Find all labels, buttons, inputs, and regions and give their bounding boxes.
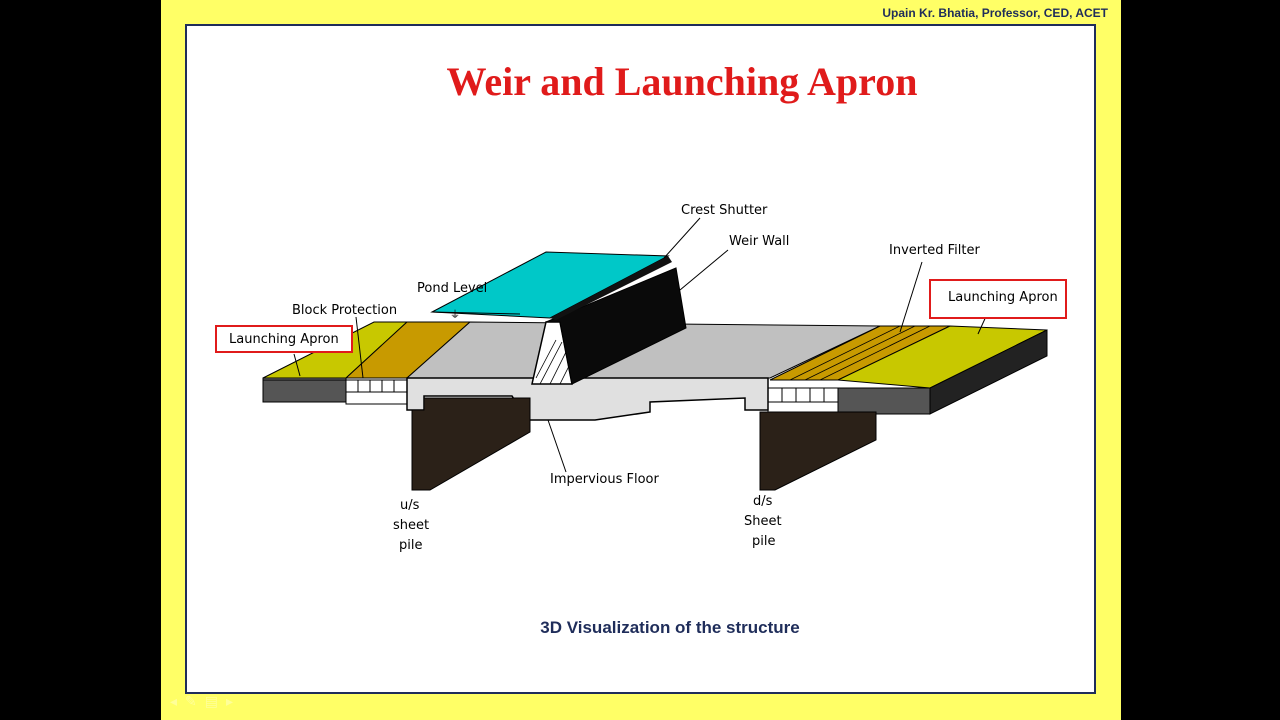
us-sheet-pile <box>411 397 531 491</box>
pen-icon[interactable]: ✎ <box>185 693 205 709</box>
label-ds-pile-2: Sheet <box>744 514 782 529</box>
weir-wall-side <box>545 267 687 385</box>
svg-text:⏚: ⏚ <box>450 309 460 321</box>
label-ds-pile-1: d/s <box>753 494 773 509</box>
label-us-pile-3: pile <box>399 538 422 553</box>
label-block-protection: Block Protection <box>292 303 397 318</box>
label-weir-wall: Weir Wall <box>729 234 789 249</box>
left-apron-hatch <box>262 379 347 403</box>
label-impervious-floor: Impervious Floor <box>550 472 659 487</box>
slide-nav[interactable]: ◂✎▤▸ <box>170 693 241 710</box>
ds-sheet-pile <box>759 411 877 491</box>
next-icon[interactable]: ▸ <box>226 693 242 709</box>
slide-title: Weir and Launching Apron <box>446 59 918 104</box>
label-us-pile-1: u/s <box>400 498 420 513</box>
label-us-pile-2: sheet <box>393 518 429 533</box>
menu-icon[interactable]: ▤ <box>204 693 226 709</box>
label-launching-apron-left: Launching Apron <box>229 332 339 347</box>
right-block-front <box>767 387 839 413</box>
launching-apron-left-box <box>215 325 353 353</box>
label-crest-shutter: Crest Shutter <box>681 203 768 218</box>
slide-caption: 3D Visualization of the structure <box>540 618 800 637</box>
launching-apron-right-box <box>929 279 1067 319</box>
prev-icon[interactable]: ◂ <box>170 693 186 709</box>
author-credit: Upain Kr. Bhatia, Professor, CED, ACET <box>882 6 1108 20</box>
label-ds-pile-3: pile <box>752 534 775 549</box>
crest-shutter-edge <box>550 256 672 320</box>
label-launching-apron-right: Launching Apron <box>948 290 1058 305</box>
label-inverted-filter: Inverted Filter <box>889 243 980 258</box>
label-pond-level: Pond Level <box>417 281 487 296</box>
right-apron-hatch <box>837 387 931 415</box>
